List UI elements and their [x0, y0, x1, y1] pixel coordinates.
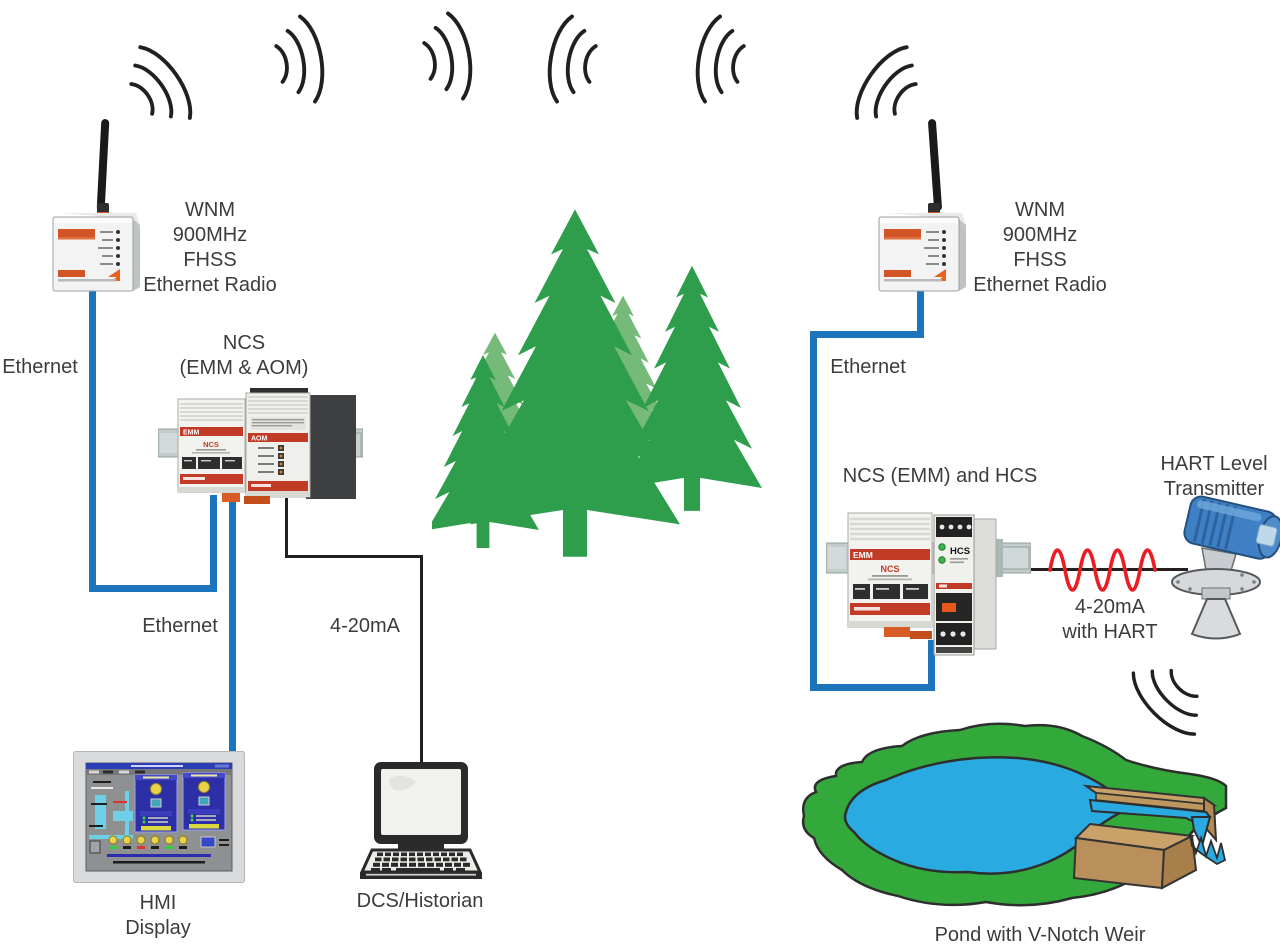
- hart-loop-line: [1026, 568, 1188, 571]
- ethernet-line-left-2: [89, 585, 217, 592]
- pump-row: [108, 835, 229, 849]
- hcs-status-led: [938, 556, 946, 564]
- radio-waves-icon: [406, 5, 487, 110]
- left-wnm-radio: [50, 117, 145, 292]
- ncs-brand-text: NCS: [880, 564, 899, 574]
- ethernet-line-right-2: [810, 331, 924, 338]
- radio-waves-icon: [532, 8, 613, 113]
- ethernet-line-hmi: [229, 497, 236, 755]
- aom-module: AOM: [245, 392, 311, 498]
- current-loop-line-3: [420, 555, 423, 767]
- dcs-label: DCS/Historian: [356, 890, 484, 912]
- trees-icon: [427, 198, 780, 562]
- right-ncs-device: EMM NCS HCS: [825, 497, 1032, 659]
- radio-waves-icon: [258, 8, 339, 113]
- hmi-label: HMI Display: [125, 892, 191, 939]
- ethernet-label-left: Ethernet: [2, 356, 78, 378]
- current-loop-line-1: [285, 498, 288, 558]
- right-wnm-radio: [876, 117, 971, 292]
- emm-module-text: EMM: [183, 430, 200, 437]
- right-ncs-label: NCS (EMM) and HCS: [842, 465, 1038, 487]
- emm-module: EMM NCS: [847, 512, 933, 628]
- hart-loop-label: 4-20mA with HART: [1062, 596, 1158, 643]
- ncs-brand-text: NCS: [203, 440, 219, 449]
- radar-waves-icon: [1113, 641, 1227, 755]
- popup-window: [182, 772, 226, 831]
- current-loop-line-2: [285, 555, 423, 558]
- radio-waves-icon: [104, 30, 213, 146]
- dcs-laptop: [359, 762, 483, 880]
- ethernet-label-mid: Ethernet: [142, 615, 218, 637]
- ethernet-line-left-1: [89, 288, 96, 592]
- ethernet-label-right: Ethernet: [830, 356, 906, 378]
- radio-waves-icon: [680, 8, 761, 113]
- transmitter-label: HART Level Transmitter: [1160, 453, 1268, 500]
- left-ncs-label: NCS (EMM & AOM): [179, 332, 309, 379]
- emm-module: EMM NCS: [177, 398, 246, 493]
- pond-label: Pond with V-Notch Weir: [934, 924, 1146, 946]
- emm-module-text: EMM: [853, 550, 873, 560]
- hcs-ready-led: [938, 543, 946, 551]
- hart-signal-sine-icon: [1048, 546, 1160, 594]
- ethernet-line-right-5: [928, 640, 935, 691]
- aom-module-text: AOM: [251, 436, 268, 443]
- ethernet-line-left-3: [210, 495, 217, 592]
- antenna-icon: [928, 119, 942, 216]
- hart-level-transmitter: [1150, 494, 1280, 642]
- left-ncs-device: EMM NCS AOM: [157, 387, 364, 512]
- antenna-icon: [96, 119, 110, 216]
- radio-waves-icon: [835, 30, 944, 146]
- hcs-module-text: HCS: [950, 546, 970, 557]
- ethernet-line-right-3: [810, 331, 817, 691]
- popup-window: [134, 774, 178, 833]
- hcs-module: HCS: [933, 514, 975, 656]
- current-loop-label: 4-20mA: [329, 615, 401, 637]
- v-notch-splash: [1189, 833, 1227, 866]
- left-radio-label: WNM 900MHz FHSS Ethernet Radio: [143, 199, 277, 296]
- hmi-display: [73, 751, 245, 883]
- pond-with-weir: [790, 712, 1240, 924]
- ethernet-line-right-1: [917, 287, 924, 338]
- ethernet-line-right-4: [810, 684, 935, 691]
- right-radio-label: WNM 900MHz FHSS Ethernet Radio: [973, 199, 1107, 296]
